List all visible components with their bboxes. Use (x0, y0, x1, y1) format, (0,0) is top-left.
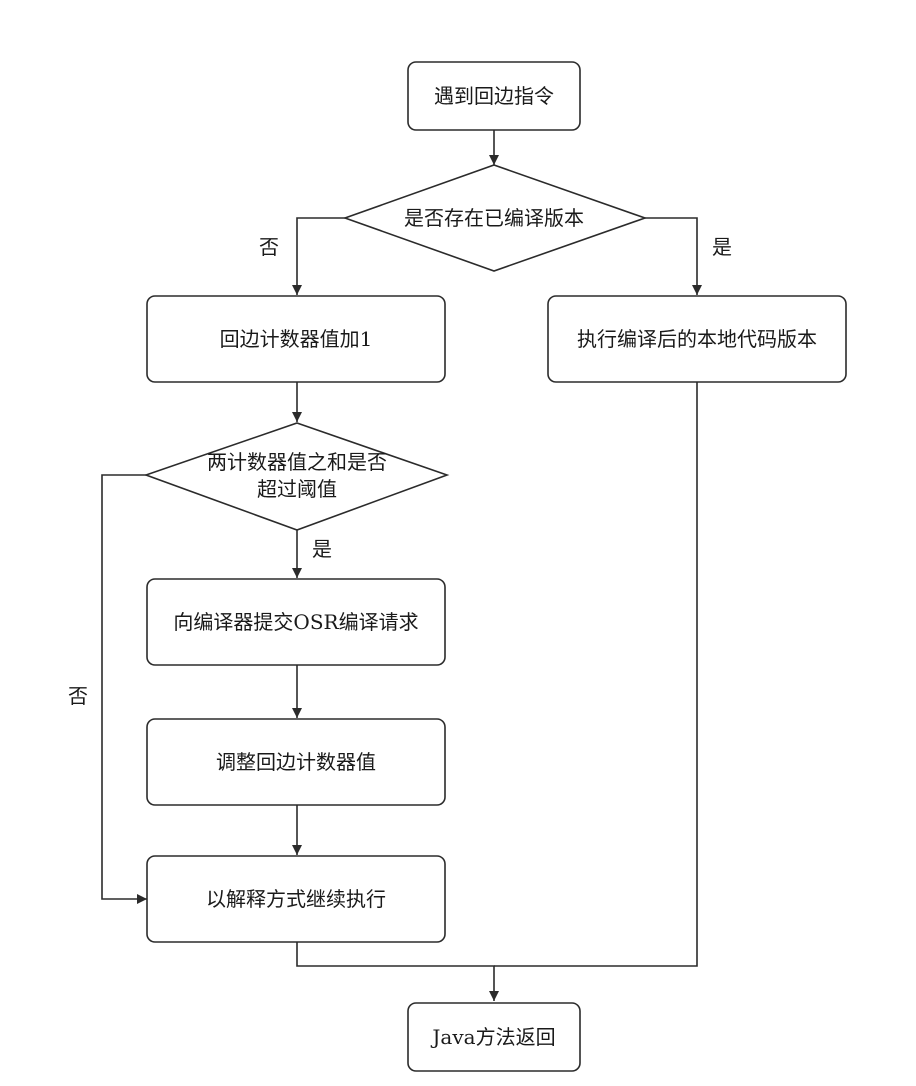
node-adjust-counter-label: 调整回边计数器值 (216, 750, 376, 774)
node-submit-osr-label: 向编译器提交OSR编译请求 (173, 610, 418, 634)
edge-label-compiled-yes: 是 (712, 235, 732, 259)
node-threshold-label-line2: 超过阈值 (257, 477, 337, 501)
node-threshold: 两计数器值之和是否 超过阈值 (143, 422, 450, 531)
node-threshold-label-line1: 两计数器值之和是否 (207, 450, 387, 474)
node-adjust-counter: 调整回边计数器值 (146, 718, 446, 806)
node-increment-counter: 回边计数器值加1 (146, 295, 446, 383)
node-interpret: 以解释方式继续执行 (146, 855, 446, 943)
edge-label-threshold-no: 否 (68, 684, 88, 708)
node-submit-osr: 向编译器提交OSR编译请求 (146, 578, 446, 666)
node-check-compiled-label: 是否存在已编译版本 (404, 206, 584, 230)
node-start: 遇到回边指令 (407, 61, 581, 131)
node-exec-native-label: 执行编译后的本地代码版本 (577, 327, 817, 351)
edge-check-yes (645, 217, 702, 295)
edge-check-no (292, 217, 345, 295)
node-exec-native: 执行编译后的本地代码版本 (547, 295, 847, 383)
edge-label-compiled-no: 否 (259, 235, 279, 259)
node-interpret-label: 以解释方式继续执行 (206, 887, 386, 911)
node-check-compiled: 是否存在已编译版本 (342, 164, 648, 272)
edge-label-threshold-yes: 是 (312, 537, 332, 561)
node-increment-counter-label: 回边计数器值加1 (220, 327, 373, 351)
node-start-label: 遇到回边指令 (434, 84, 554, 108)
edge-native-to-return (494, 382, 698, 967)
node-return-label: Java方法返回 (430, 1025, 555, 1049)
edge-threshold-no (101, 474, 147, 904)
node-return: Java方法返回 (407, 1002, 581, 1072)
edge-interpret-to-return (296, 942, 499, 1001)
